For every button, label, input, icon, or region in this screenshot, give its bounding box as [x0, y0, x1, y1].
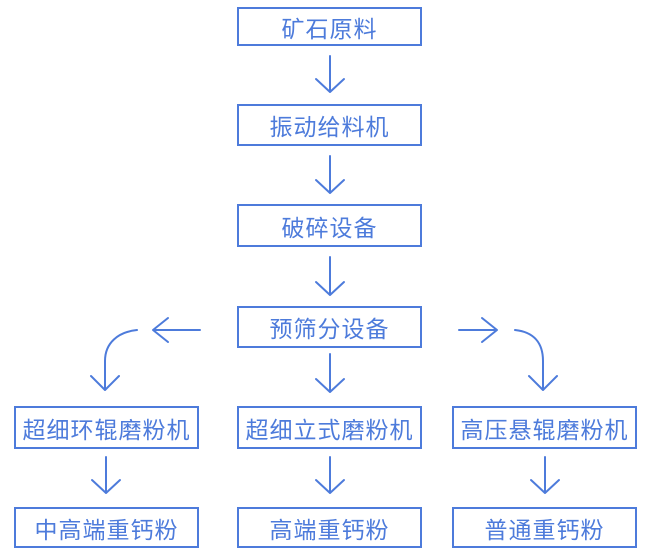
node-powder-mid-high-end: 中高端重钙粉 — [14, 507, 199, 548]
node-powder-common: 普通重钙粉 — [452, 507, 637, 548]
arrow-right-horizontal-icon — [458, 317, 498, 343]
node-ore: 矿石原料 — [237, 7, 422, 46]
node-crusher: 破碎设备 — [237, 204, 422, 247]
arrow-feeder-to-crusher-icon — [315, 155, 345, 194]
arrow-ring-mill-to-powder-icon — [91, 456, 121, 494]
node-powder-high-end: 高端重钙粉 — [237, 507, 422, 548]
node-high-pressure-roller-mill: 高压悬辊磨粉机 — [452, 406, 637, 449]
arrow-vertical-mill-to-powder-icon — [315, 456, 345, 494]
arrow-pressure-mill-to-powder-icon — [530, 456, 560, 494]
node-ultrafine-ring-roller-mill: 超细环辊磨粉机 — [14, 406, 199, 449]
node-pre-screening: 预筛分设备 — [237, 306, 422, 348]
arrow-left-horizontal-icon — [152, 317, 201, 343]
arrow-right-curve-down-icon — [514, 329, 558, 391]
arrow-ore-to-feeder-icon — [315, 55, 345, 93]
arrow-left-curve-down-icon — [90, 329, 138, 391]
node-ultrafine-vertical-mill: 超细立式磨粉机 — [237, 406, 422, 449]
node-vibrating-feeder: 振动给料机 — [237, 104, 422, 146]
arrow-crusher-to-screen-icon — [315, 256, 345, 296]
arrow-screen-to-vertical-mill-icon — [315, 353, 345, 393]
